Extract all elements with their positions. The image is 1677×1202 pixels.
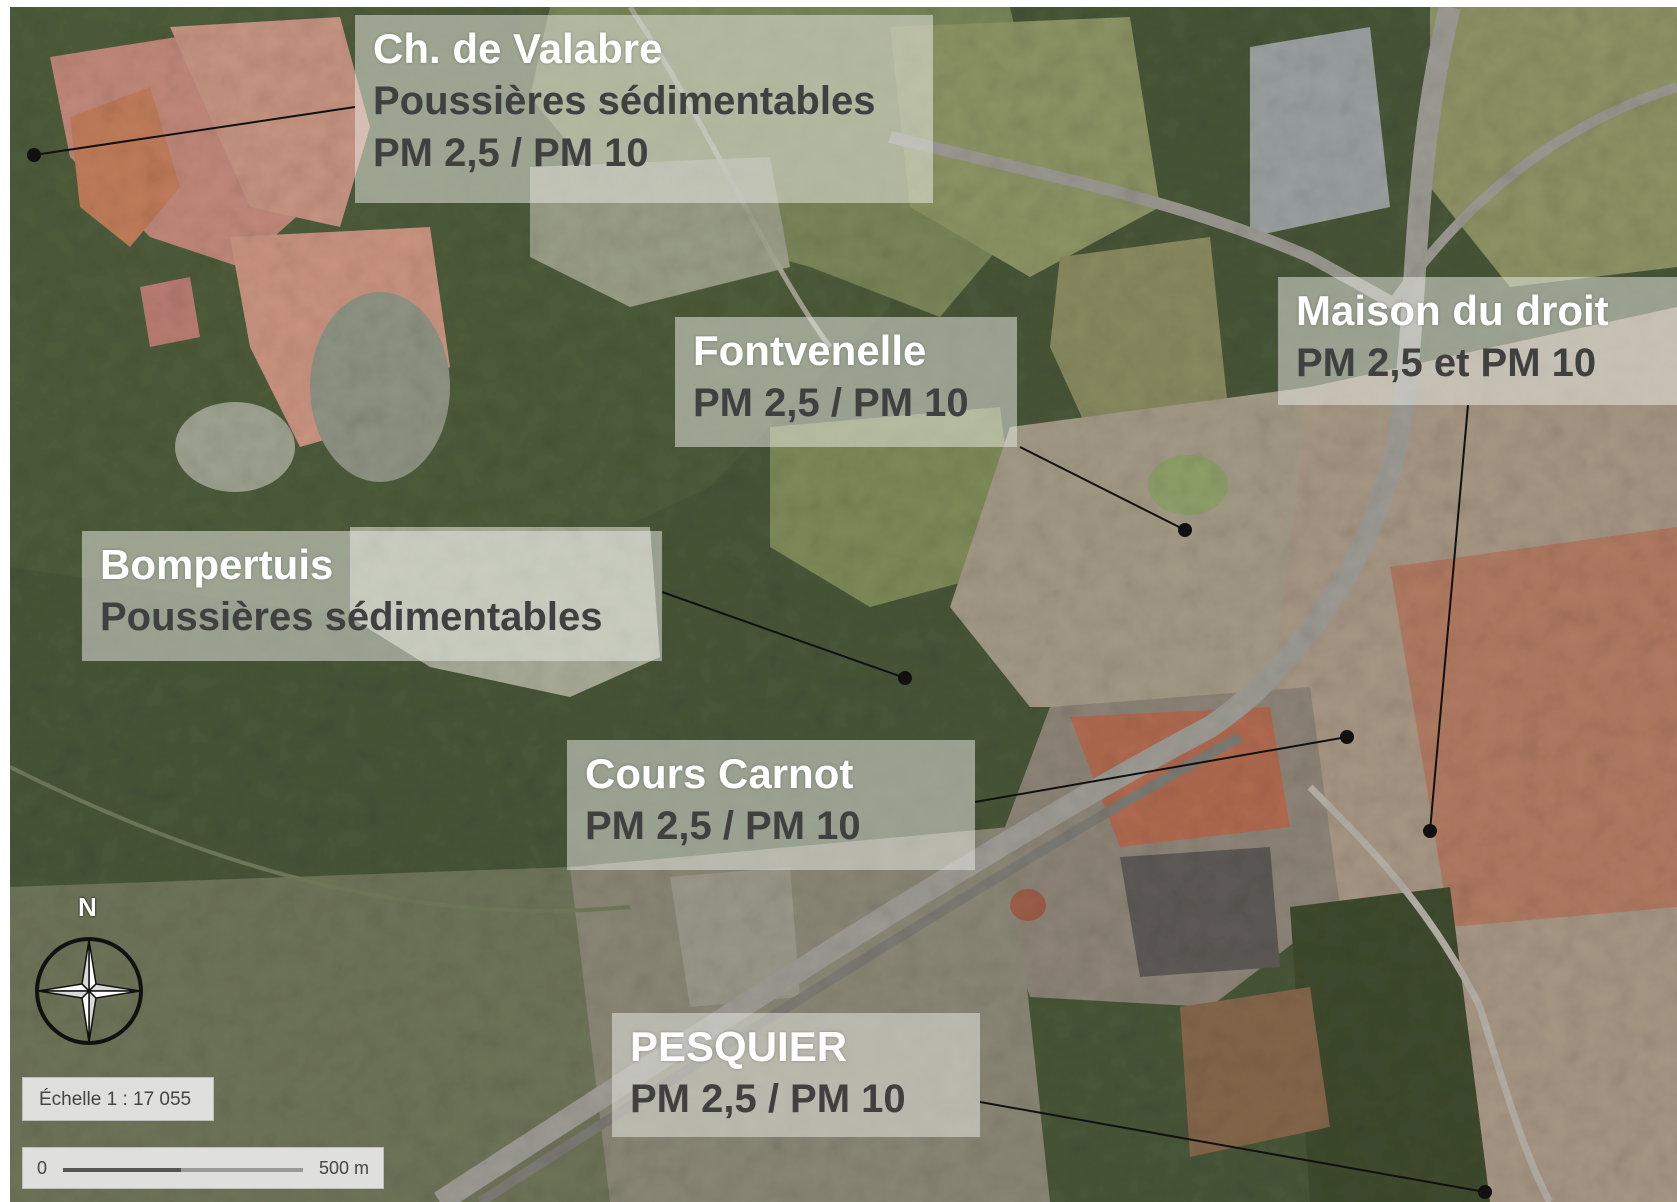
scale-bar: 0 500 m: [22, 1147, 384, 1189]
scale-segment-light: [181, 1168, 303, 1172]
station-name: Maison du droit: [1296, 287, 1609, 334]
north-arrow: N: [30, 892, 148, 1052]
station-name: Ch. de Valabre: [373, 25, 663, 72]
station-label-pesquier[interactable]: PESQUIER PM 2,5 / PM 10: [612, 1013, 980, 1137]
station-measure: PM 2,5 / PM 10: [693, 381, 969, 425]
station-label-maison-du-droit[interactable]: Maison du droit PM 2,5 et PM 10: [1278, 277, 1677, 405]
station-measure: PM 2,5 / PM 10: [630, 1077, 906, 1121]
scale-ratio: Échelle 1 : 17 055: [22, 1077, 214, 1121]
station-measure: PM 2,5 / PM 10: [373, 131, 649, 175]
station-label-bompertuis[interactable]: Bompertuis Poussières sédimentables: [82, 531, 662, 661]
station-name: PESQUIER: [630, 1023, 848, 1070]
north-letter: N: [78, 892, 97, 922]
scale-min-label: 0: [37, 1158, 48, 1178]
scale-max-label: 500 m: [318, 1158, 369, 1178]
scale-segment-dark: [63, 1168, 181, 1172]
station-name: Cours Carnot: [585, 750, 854, 797]
compass-rose-icon: [35, 937, 143, 1045]
station-label-valabre[interactable]: Ch. de Valabre Poussières sédimentables …: [355, 15, 933, 203]
station-measure: PM 2,5 et PM 10: [1296, 341, 1597, 385]
station-measure: Poussières sédimentables: [373, 79, 876, 123]
station-name: Fontvenelle: [693, 327, 927, 374]
station-measure: PM 2,5 / PM 10: [585, 804, 861, 848]
station-measure: Poussières sédimentables: [100, 595, 603, 639]
station-name: Bompertuis: [100, 541, 334, 588]
satellite-map[interactable]: Ch. de Valabre Poussières sédimentables …: [10, 7, 1677, 1202]
station-label-fontvenelle[interactable]: Fontvenelle PM 2,5 / PM 10: [675, 317, 1017, 447]
station-label-cours-carnot[interactable]: Cours Carnot PM 2,5 / PM 10: [567, 740, 975, 870]
